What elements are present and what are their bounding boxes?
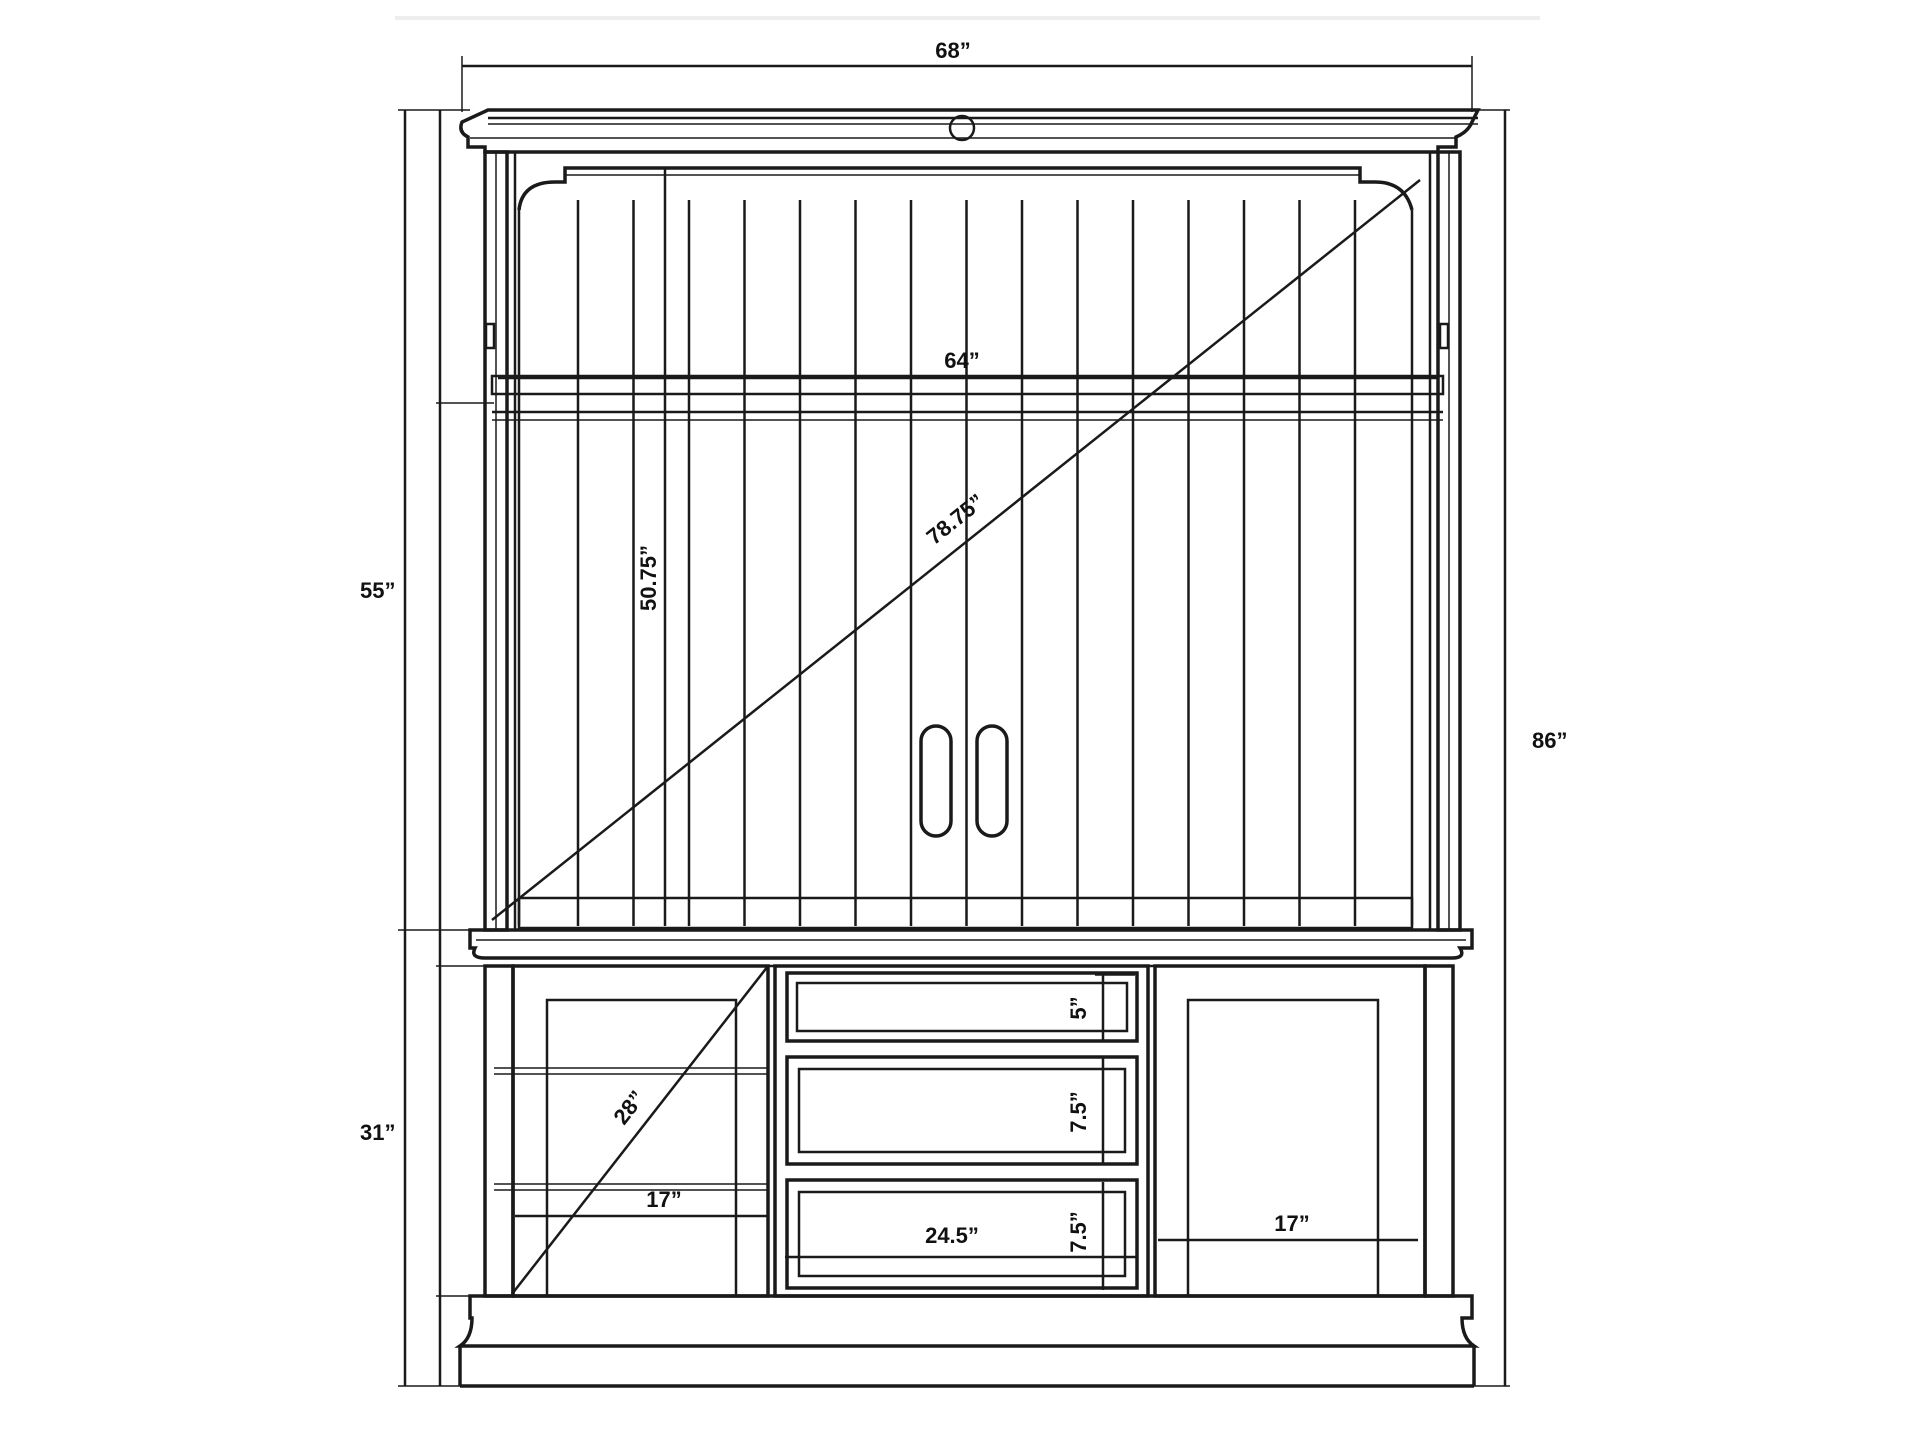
drawer-width-label: 24.5”	[925, 1223, 979, 1248]
plinth	[454, 1294, 1480, 1348]
overall-height-label: 86”	[1532, 728, 1567, 753]
base-top	[468, 928, 1474, 960]
back-slats	[576, 200, 1357, 926]
bottom-drawer-height-label: 7.5”	[1066, 1211, 1091, 1253]
base-left-post	[483, 964, 515, 1298]
door-pull-left	[919, 724, 953, 838]
middle-drawer-height-label: 7.5”	[1066, 1091, 1091, 1133]
middle-drawer-panel	[797, 1067, 1127, 1154]
cabinet-diagonal-label: 28”	[608, 1086, 650, 1129]
top-drawer-panel	[795, 981, 1129, 1033]
base-cabinet	[454, 928, 1480, 1388]
opening-height-label: 50.75”	[636, 545, 661, 611]
right-cabinet-width-label: 17”	[1274, 1211, 1309, 1236]
hutch-bottom-rail	[517, 896, 1414, 930]
tv-diagonal-line	[491, 179, 1421, 921]
shelf-bracket-left	[484, 322, 496, 350]
bottom-drawer	[785, 1178, 1139, 1290]
right-cabinet-door-panel	[1186, 998, 1380, 1298]
middle-drawer	[785, 1055, 1139, 1166]
crown-molding	[459, 108, 1481, 154]
cabinet-diagonal-line	[511, 965, 769, 1295]
base-right-post	[1423, 964, 1455, 1298]
top-drawer	[785, 971, 1139, 1043]
bottom-drawer-panel	[797, 1190, 1127, 1278]
tv-diagonal-label: 78.75”	[922, 489, 989, 550]
opening-width-label: 64”	[944, 348, 979, 373]
shelf-bracket-right	[1438, 322, 1450, 350]
left-cabinet-width-label: 17”	[646, 1187, 681, 1212]
hutch-height-label: 55”	[360, 578, 395, 603]
top-drawer-height-label: 5”	[1066, 996, 1091, 1019]
wire-grommet	[948, 114, 976, 142]
dimension-lines: 68” 86” 55” 31” 64” 50.75” 78.75” 28”	[360, 38, 1567, 1387]
door-pull-right	[975, 724, 1009, 838]
base-height-label: 31”	[360, 1120, 395, 1145]
right-cabinet	[1153, 964, 1427, 1298]
overall-width-label: 68”	[935, 38, 970, 63]
